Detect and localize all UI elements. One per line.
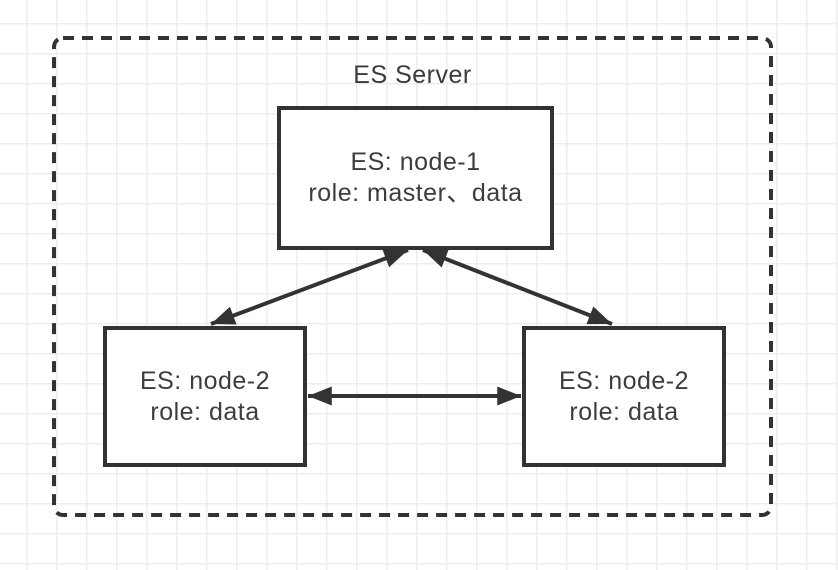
node-data-left-box: ES: node-2 role: data — [103, 326, 307, 467]
cluster-title: ES Server — [353, 61, 472, 89]
node-data-right-box: ES: node-2 role: data — [522, 326, 726, 467]
node-master-role: role: master、data — [308, 179, 523, 207]
node-data-right-name: ES: node-2 — [558, 366, 690, 395]
node-data-left-name: ES: node-2 — [139, 366, 271, 395]
edge-node1-node2right-arrow — [422, 248, 613, 326]
node-master-name: ES: node-1 — [350, 148, 481, 176]
node-data-right-role: role: data — [569, 397, 679, 426]
node-data-left-role: role: data — [150, 397, 260, 426]
node-master-box: ES: node-1 role: master、data — [277, 106, 554, 250]
edge-node1-node2left-arrow — [210, 248, 409, 326]
